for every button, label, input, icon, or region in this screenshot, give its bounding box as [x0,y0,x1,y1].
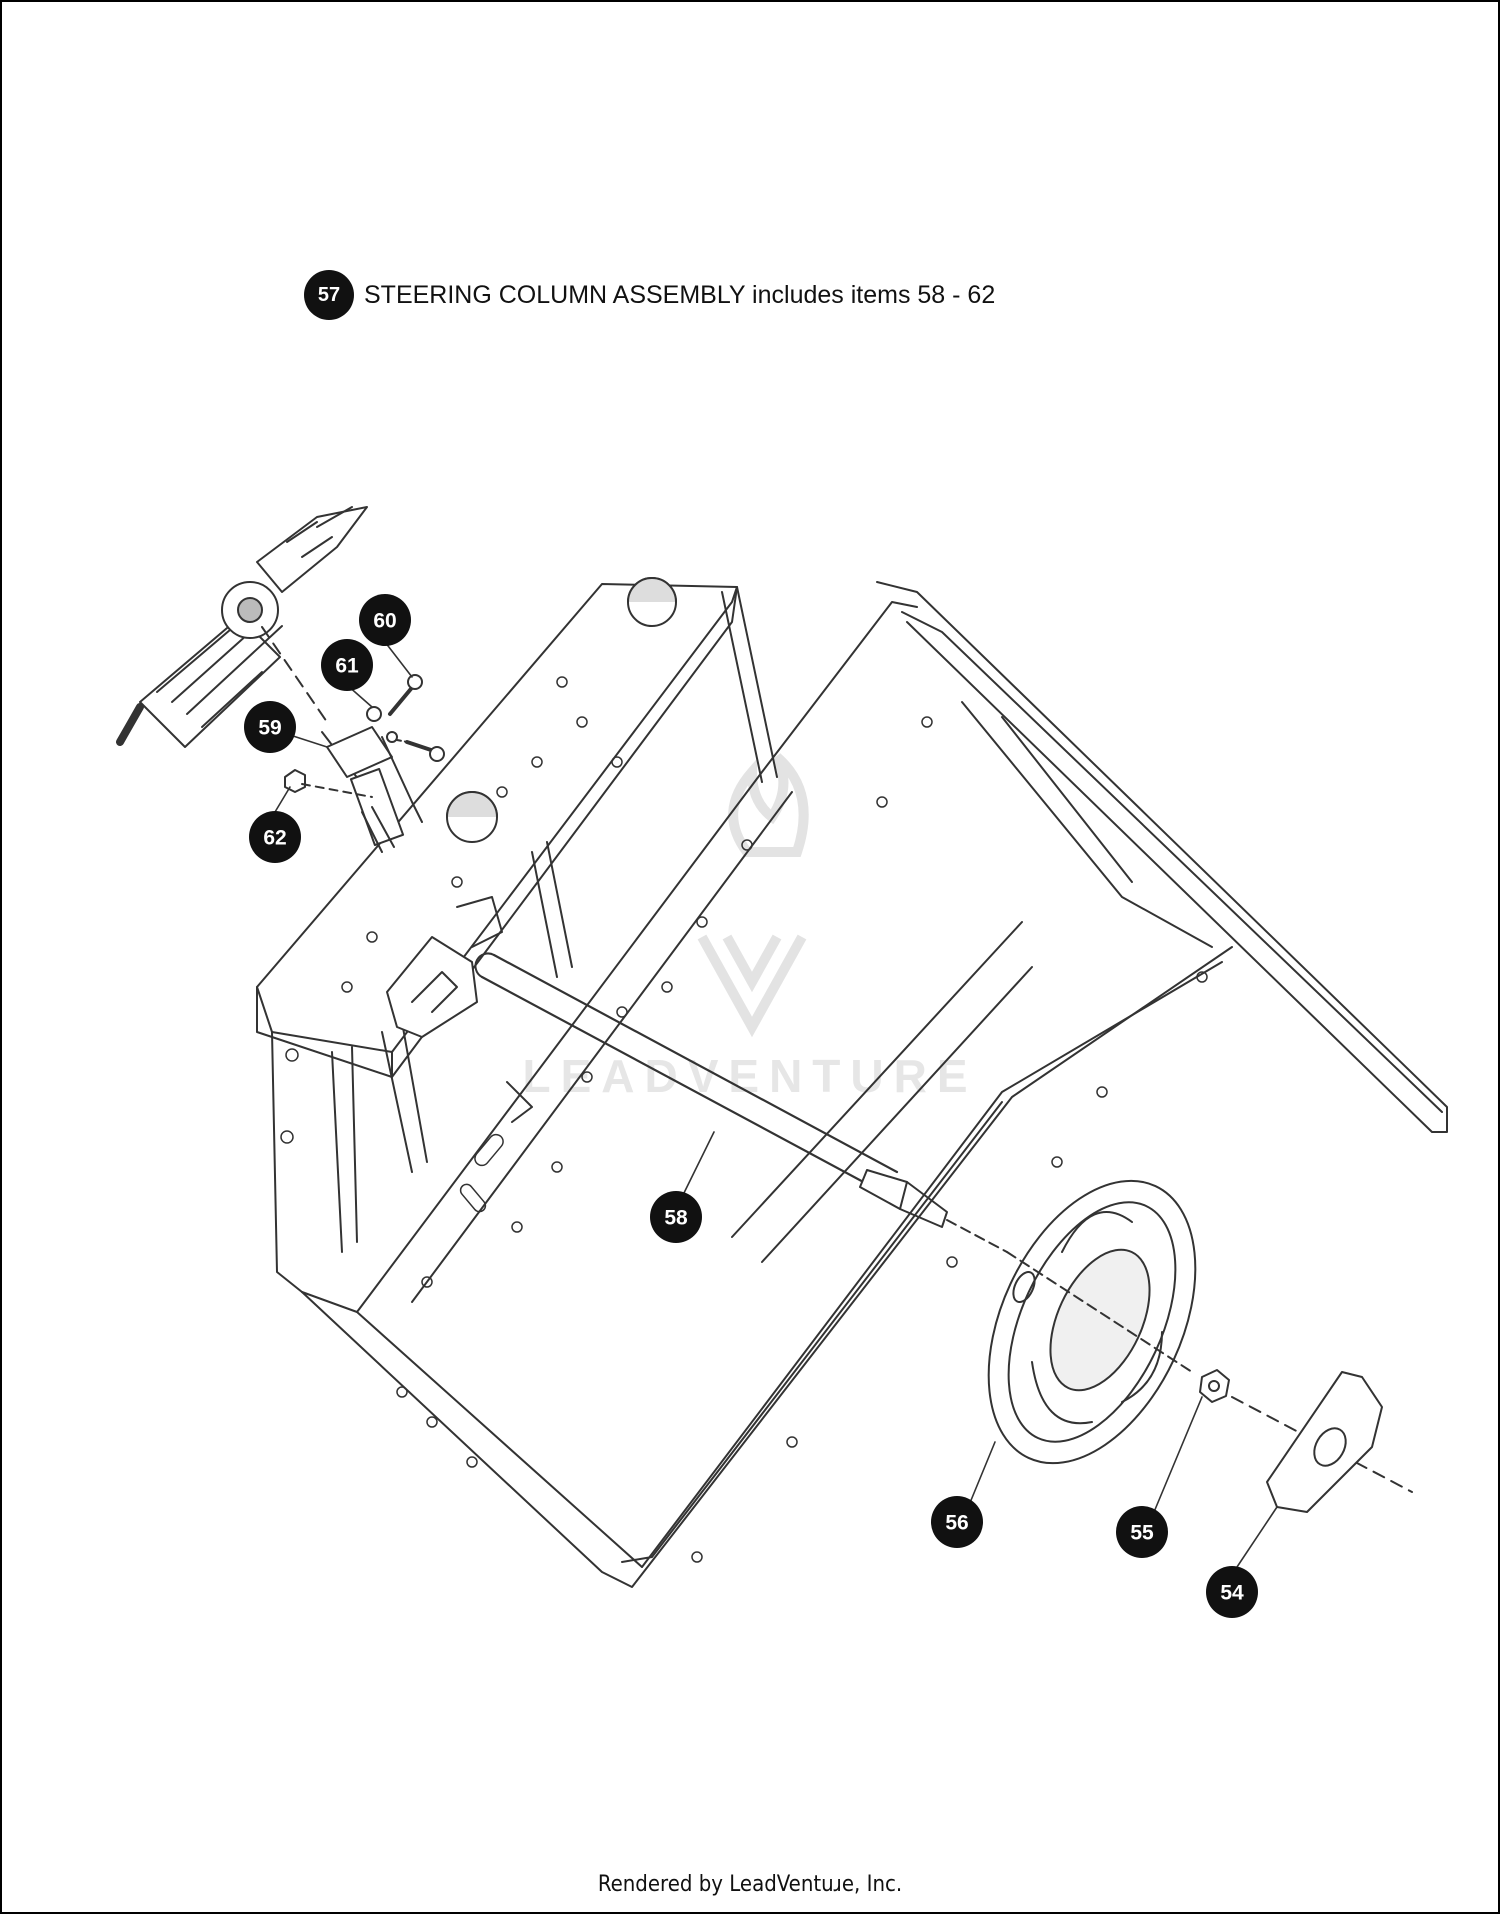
callout-label-54: 54 [1220,1582,1244,1605]
callout-badge-60[interactable]: 60 [359,594,411,646]
callout-badge-55[interactable]: 55 [1116,1506,1168,1558]
steering-wheel [987,1179,1197,1465]
callout-label-60: 60 [373,610,396,633]
steering-rack [116,506,368,748]
assembly-note: 57 STEERING COLUMN ASSEMBLY includes ite… [304,270,995,320]
leader-lines [274,641,1278,1568]
callout-badge-58[interactable]: 58 [650,1191,702,1243]
center-cap [1266,1371,1383,1513]
callout-label-55: 55 [1130,1522,1154,1545]
callout-badge-56[interactable]: 56 [931,1496,983,1548]
callout-label-56: 56 [945,1512,968,1535]
callout-badge-57[interactable]: 57 [304,270,354,320]
callout-label-62: 62 [263,827,286,850]
bolt-60 [388,674,423,716]
callout-label-58: 58 [664,1207,688,1230]
frame-holes [280,676,1208,1563]
bolt-side [396,739,445,762]
column-mount-bracket [386,896,503,1038]
callout-label-59: 59 [258,717,281,740]
floor-tray [301,581,1448,1588]
footer-credit: Rendered by LeadVentuɹe, Inc. [597,1872,903,1897]
callout-badge-61[interactable]: 61 [321,639,373,691]
steering-column-tube [474,952,1008,1253]
washer-61 [366,706,398,743]
callout-badge-62[interactable]: 62 [249,811,301,863]
callout-label-61: 61 [335,655,359,678]
callout-badge-54[interactable]: 54 [1206,1566,1258,1618]
assembly-note-text: STEERING COLUMN ASSEMBLY includes items … [364,280,996,309]
callout-badge-59[interactable]: 59 [244,701,296,753]
